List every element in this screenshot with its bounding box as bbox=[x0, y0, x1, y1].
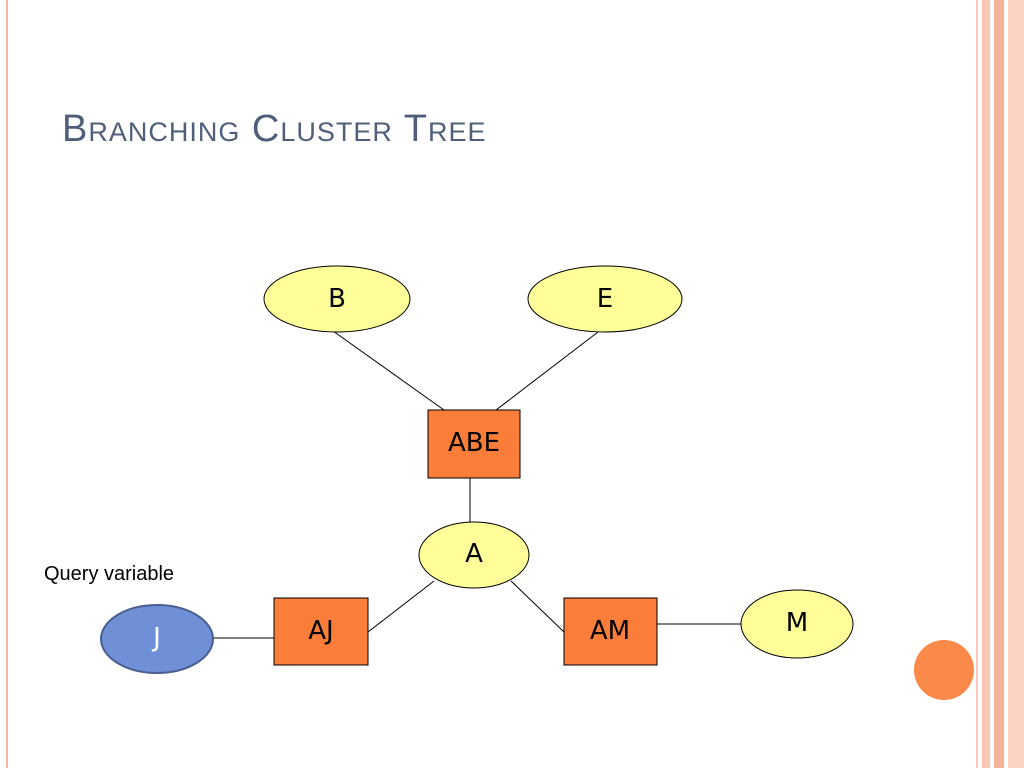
node-b: B bbox=[263, 265, 411, 333]
node-j-label: J bbox=[151, 623, 161, 653]
node-abe: ABE bbox=[427, 409, 521, 479]
node-am-label: AM bbox=[590, 616, 630, 646]
node-aj: AJ bbox=[273, 597, 369, 666]
node-b-label: B bbox=[328, 284, 346, 314]
decorative-circle bbox=[914, 640, 974, 700]
query-variable-label: Query variable bbox=[44, 563, 175, 585]
node-e: E bbox=[527, 265, 683, 333]
left-border-decoration bbox=[0, 0, 8, 768]
edge-b-abe bbox=[332, 330, 445, 411]
node-abe-label: ABE bbox=[448, 428, 500, 458]
node-m-label: M bbox=[786, 608, 808, 638]
node-j-query: J bbox=[100, 604, 214, 674]
edge-a-aj bbox=[367, 580, 435, 633]
edge-a-am bbox=[510, 580, 565, 633]
slide-title: Branching Cluster Tree bbox=[62, 108, 487, 150]
node-e-label: E bbox=[597, 284, 613, 314]
node-aj-label: AJ bbox=[308, 616, 333, 646]
right-border-decoration bbox=[976, 0, 1024, 768]
edge-e-abe bbox=[495, 331, 599, 411]
node-a: A bbox=[418, 521, 530, 589]
node-m: M bbox=[740, 589, 854, 659]
node-am: AM bbox=[563, 597, 658, 666]
node-a-label: A bbox=[465, 539, 483, 569]
